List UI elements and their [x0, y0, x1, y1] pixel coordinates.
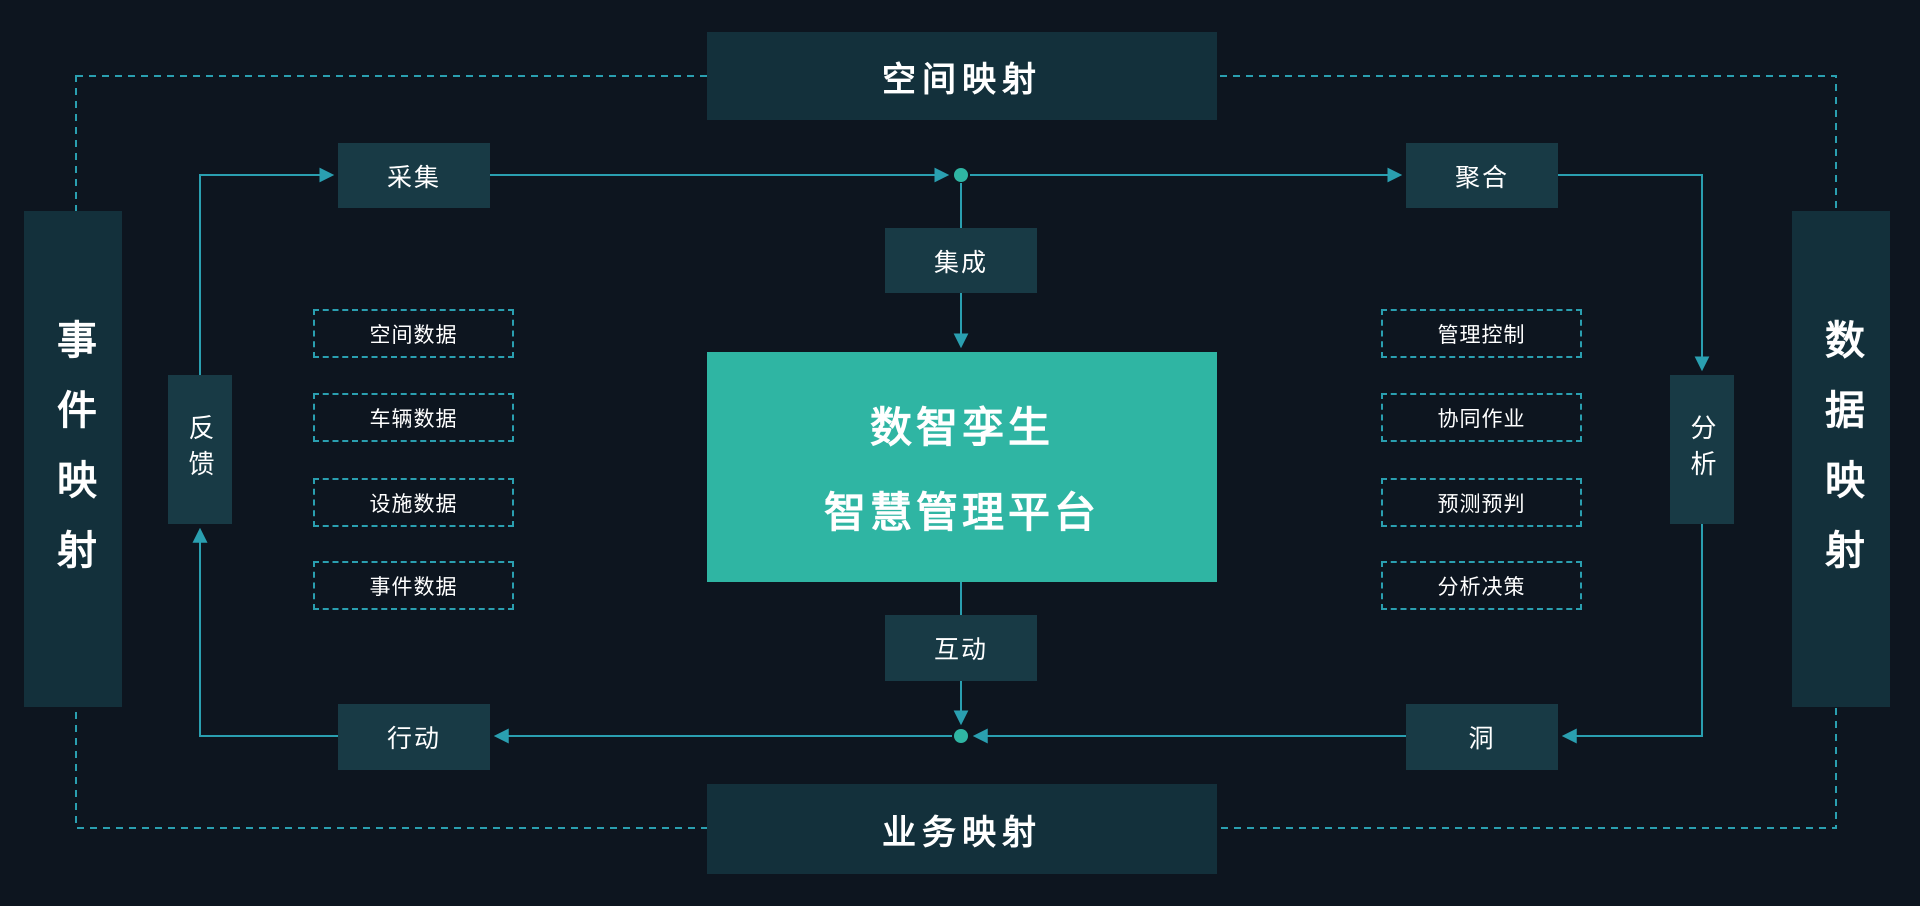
data-item-label: 空间数据 — [369, 323, 458, 347]
node-analyze: 分析 — [1670, 375, 1734, 524]
node-analyze-label: 分析 — [1687, 413, 1717, 486]
mapping-left: 事件映射 — [24, 211, 122, 707]
line-act-to-feedback — [192, 527, 338, 737]
data-item-label: 事件数据 — [369, 575, 458, 599]
node-insight-label: 洞 — [1468, 725, 1496, 753]
mapping-right-label: 数据映射 — [1819, 319, 1863, 599]
mapping-top-label: 空间映射 — [882, 60, 1042, 99]
line-aggregate-to-analyze — [1558, 174, 1710, 372]
data-item-label: 车辆数据 — [369, 407, 458, 431]
capability-item-prediction: 预测预判 — [1381, 478, 1582, 527]
capability-item-collaboration: 协同作业 — [1381, 393, 1582, 442]
node-aggregate: 聚合 — [1406, 143, 1558, 208]
line-analyze-to-insight — [1561, 524, 1703, 744]
node-act-label: 行动 — [386, 725, 441, 753]
data-item-vehicle: 车辆数据 — [313, 393, 514, 442]
mapping-left-label: 事件映射 — [51, 319, 95, 599]
mapping-bottom-label: 业务映射 — [882, 813, 1042, 852]
node-interact: 互动 — [885, 615, 1037, 681]
capability-item-management: 管理控制 — [1381, 309, 1582, 358]
flow-dot-bottom — [954, 729, 968, 743]
data-item-spatial: 空间数据 — [313, 309, 514, 358]
mapping-bottom: 业务映射 — [707, 784, 1217, 874]
data-item-label: 设施数据 — [369, 492, 458, 516]
capability-item-label: 分析决策 — [1437, 575, 1526, 599]
node-act: 行动 — [338, 704, 490, 770]
node-aggregate-label: 聚合 — [1454, 163, 1509, 192]
capability-item-label: 协同作业 — [1437, 407, 1526, 431]
center-platform-line2: 智慧管理平台 — [823, 489, 1100, 536]
node-interact-label: 互动 — [933, 636, 988, 664]
data-item-facility: 设施数据 — [313, 478, 514, 527]
node-insight: 洞 — [1406, 704, 1558, 770]
center-platform-line1: 数智孪生 — [869, 404, 1054, 451]
node-feedback: 反馈 — [168, 375, 232, 524]
capability-item-decision: 分析决策 — [1381, 561, 1582, 610]
node-collect: 采集 — [338, 143, 490, 208]
node-integrate: 集成 — [885, 228, 1037, 293]
mapping-right: 数据映射 — [1792, 211, 1890, 707]
data-item-event: 事件数据 — [313, 561, 514, 610]
flow-dot-top — [954, 168, 968, 182]
node-integrate-label: 集成 — [933, 248, 988, 277]
node-collect-label: 采集 — [386, 163, 441, 192]
capability-item-label: 管理控制 — [1437, 323, 1526, 347]
capability-item-label: 预测预判 — [1437, 492, 1526, 516]
center-platform: 数智孪生 智慧管理平台 — [707, 352, 1217, 582]
line-feedback-to-collect — [199, 167, 335, 375]
mapping-top: 空间映射 — [707, 32, 1217, 120]
node-feedback-label: 反馈 — [185, 413, 215, 486]
